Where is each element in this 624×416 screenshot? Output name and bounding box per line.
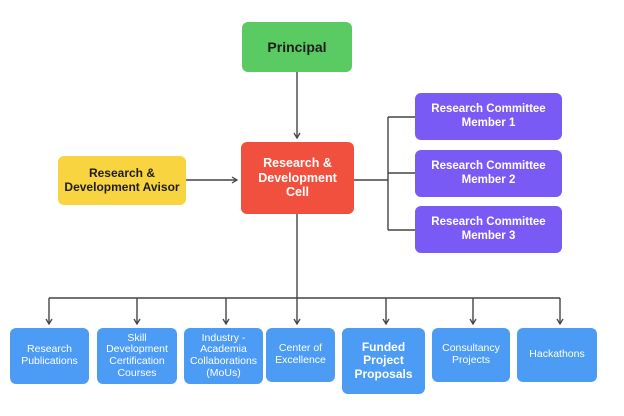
activity-label: Skill Development Certification Courses — [106, 331, 168, 379]
activity-label: Industry - Academia Collaborations (MoUs… — [189, 331, 258, 379]
skill-development-node: Skill Development Certification Courses — [97, 328, 177, 384]
consultancy-projects-node: Consultancy Projects — [432, 328, 510, 382]
committee-member-label: Research Committee Member 2 — [431, 160, 546, 186]
rd-cell-label: Research & Development Cell — [258, 156, 337, 200]
principal-node: Principal — [242, 22, 352, 72]
rd-cell-node: Research & Development Cell — [241, 142, 354, 214]
research-publications-node: Research Publications — [10, 328, 89, 384]
committee-member-3-node: Research Committee Member 3 — [415, 206, 562, 253]
funded-project-proposals-node: Funded Project Proposals — [342, 328, 425, 394]
committee-member-2-node: Research Committee Member 2 — [415, 150, 562, 197]
industry-academia-node: Industry - Academia Collaborations (MoUs… — [184, 328, 263, 384]
committee-member-label: Research Committee Member 3 — [431, 216, 546, 242]
activity-label: Consultancy Projects — [442, 342, 500, 366]
principal-label: Principal — [267, 38, 327, 55]
activity-label: Center of Excellence — [275, 342, 326, 366]
committee-member-label: Research Committee Member 1 — [431, 103, 546, 129]
hackathons-node: Hackathons — [517, 328, 597, 382]
activity-label: Funded Project Proposals — [354, 339, 413, 381]
center-of-excellence-node: Center of Excellence — [266, 328, 335, 382]
advisor-node: Research & Development Avisor — [58, 156, 186, 205]
activity-label: Hackathons — [529, 348, 585, 361]
activity-label: Research Publications — [21, 343, 78, 367]
committee-member-1-node: Research Committee Member 1 — [415, 93, 562, 140]
advisor-label: Research & Development Avisor — [64, 165, 180, 194]
